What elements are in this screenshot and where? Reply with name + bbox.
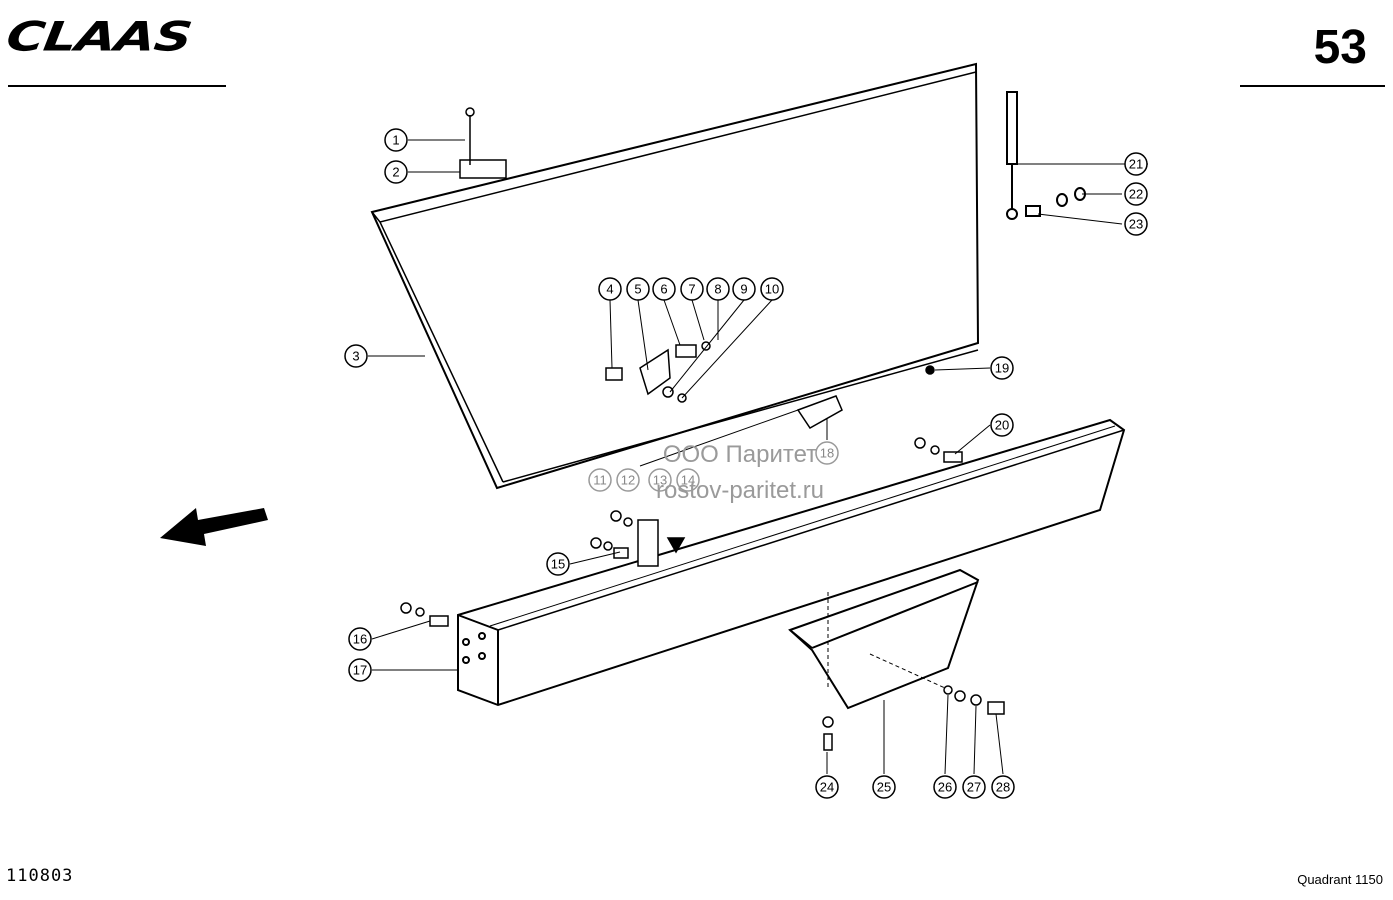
callout-numbers: 1 2 3 4 5 6 7 8 9 10 11 12 13 14 15 16 1… (352, 133, 1143, 795)
callout-27: 27 (967, 780, 981, 795)
callout-circles (344, 128, 1148, 799)
page-number: 53 (1313, 21, 1367, 74)
direction-arrow (160, 508, 268, 546)
callout-26: 26 (938, 780, 952, 795)
callout-13: 13 (653, 473, 667, 488)
header-rule-left (8, 85, 226, 87)
callout-20: 20 (995, 418, 1009, 433)
watermark-url: rostov-paritet.ru (655, 477, 825, 504)
callout-11: 11 (593, 473, 607, 488)
callout-19: 19 (995, 361, 1009, 376)
callout-25: 25 (877, 780, 891, 795)
callout-10: 10 (765, 282, 779, 297)
callout-24: 24 (820, 780, 834, 795)
header-rule-right (1240, 85, 1385, 87)
callout-8: 8 (714, 282, 721, 297)
callout-14: 14 (681, 473, 695, 488)
callout-5: 5 (634, 282, 641, 297)
hardware-small-parts (400, 107, 1005, 751)
callout-16: 16 (353, 632, 367, 647)
callout-21: 21 (1129, 157, 1143, 172)
callout-15: 15 (551, 557, 565, 572)
callout-23: 23 (1129, 217, 1143, 232)
angle-plate-part (788, 568, 980, 710)
callout-9: 9 (740, 282, 747, 297)
callout-7: 7 (688, 282, 695, 297)
callout-3: 3 (352, 349, 359, 364)
callout-1: 1 (392, 133, 399, 148)
model-name: Quadrant 1150 (1297, 872, 1383, 887)
watermark-company: ООО Паритет (662, 441, 818, 468)
callout-22: 22 (1129, 187, 1143, 202)
watermark: ООО Паритет rostov-paritet.ru (580, 437, 900, 509)
callout-17: 17 (353, 663, 367, 678)
gas-strut-part (1006, 91, 1086, 220)
callout-12: 12 (621, 473, 635, 488)
callout-6: 6 (660, 282, 667, 297)
callout-28: 28 (996, 780, 1010, 795)
panel-part (370, 62, 980, 490)
callout-2: 2 (392, 165, 399, 180)
callout-18: 18 (820, 446, 834, 461)
beam-part (457, 418, 1126, 707)
document-number: 110803 (6, 866, 74, 886)
callout-4: 4 (606, 282, 613, 297)
